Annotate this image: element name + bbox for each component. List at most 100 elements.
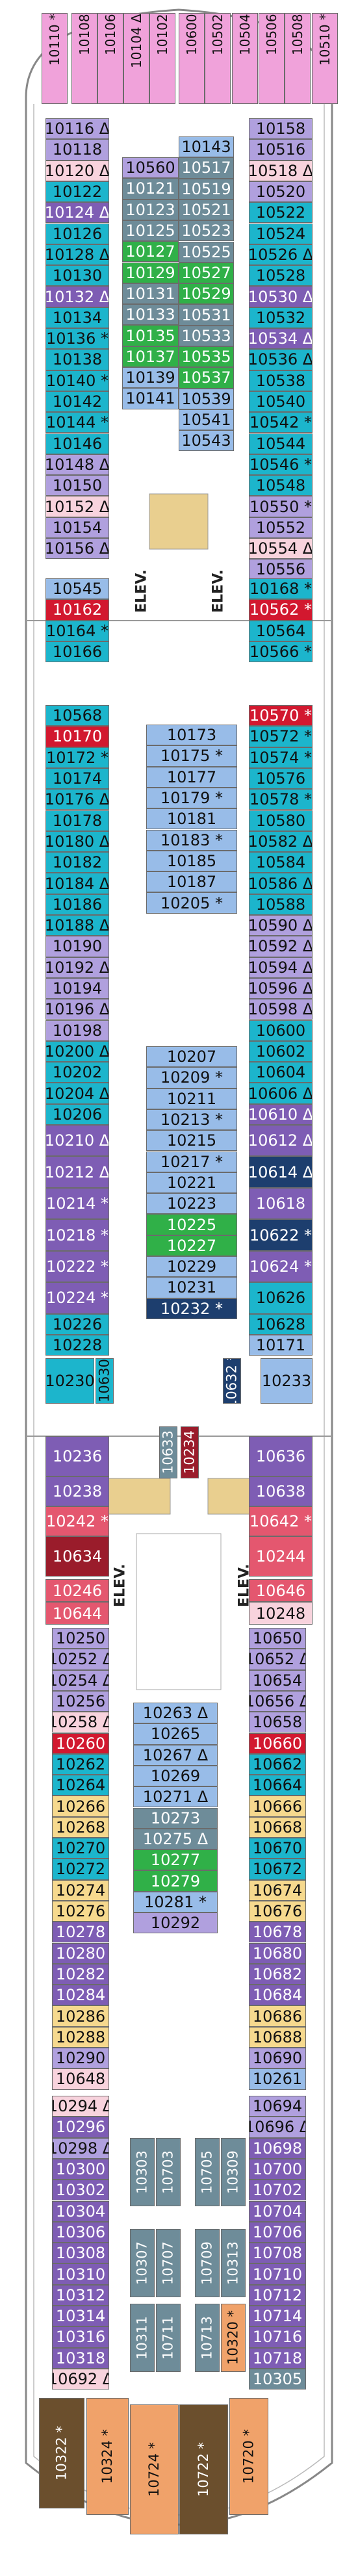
cabin-10312[interactable]: 10312 [52, 2284, 109, 2306]
cabin-10546[interactable]: 10546 * [249, 454, 313, 476]
cabin-10138[interactable]: 10138 [45, 349, 109, 370]
cabin-10690[interactable]: 10690 [249, 2048, 306, 2069]
cabin-10707[interactable]: 10707 [156, 2229, 181, 2297]
cabin-10314[interactable]: 10314 [52, 2306, 109, 2327]
cabin-10228[interactable]: 10228 [45, 1335, 109, 1356]
cabin-10222[interactable]: 10222 * [45, 1250, 109, 1283]
cabin-10313[interactable]: 10313 [221, 2229, 246, 2297]
cabin-10672[interactable]: 10672 [249, 1859, 306, 1880]
cabin-10264[interactable]: 10264 [52, 1775, 109, 1796]
cabin-10307[interactable]: 10307 [130, 2229, 155, 2297]
cabin-10104[interactable]: 10104 Δ [123, 13, 149, 104]
cabin-10712[interactable]: 10712 [249, 2284, 306, 2306]
cabin-10688[interactable]: 10688 [249, 2026, 306, 2048]
cabin-10666[interactable]: 10666 [249, 1796, 306, 1817]
cabin-10539[interactable]: 10539 [179, 388, 234, 409]
cabin-10194[interactable]: 10194 [45, 977, 109, 999]
cabin-10252[interactable]: 10252 Δ [52, 1649, 109, 1670]
cabin-10664[interactable]: 10664 [249, 1775, 306, 1796]
cabin-10244[interactable]: 10244 [249, 1536, 313, 1577]
cabin-10568[interactable]: 10568 [45, 705, 109, 727]
cabin-10173[interactable]: 10173 [146, 725, 237, 746]
cabin-10718[interactable]: 10718 [249, 2347, 306, 2369]
cabin-10633[interactable]: 10633 [159, 1426, 177, 1478]
cabin-10265[interactable]: 10265 [133, 1723, 218, 1745]
cabin-10298[interactable]: 10298 Δ [52, 2137, 109, 2159]
cabin-10134[interactable]: 10134 [45, 307, 109, 328]
cabin-10306[interactable]: 10306 [52, 2221, 109, 2243]
cabin-10242[interactable]: 10242 * [45, 1506, 109, 1536]
cabin-10282[interactable]: 10282 [52, 1963, 109, 1985]
cabin-10304[interactable]: 10304 [52, 2200, 109, 2222]
cabin-10108[interactable]: 10108 [71, 13, 97, 104]
cabin-10543[interactable]: 10543 [179, 430, 234, 452]
cabin-10523[interactable]: 10523 [179, 220, 234, 242]
cabin-10154[interactable]: 10154 [45, 517, 109, 538]
cabin-10720[interactable]: 10720 * [229, 2398, 268, 2515]
cabin-10118[interactable]: 10118 [45, 139, 109, 161]
cabin-10686[interactable]: 10686 [249, 2005, 306, 2027]
cabin-10172[interactable]: 10172 * [45, 747, 109, 768]
cabin-10168[interactable]: 10168 * [249, 578, 313, 600]
cabin-10281[interactable]: 10281 * [133, 1891, 218, 1913]
cabin-10529[interactable]: 10529 [179, 283, 234, 305]
cabin-10279[interactable]: 10279 [133, 1870, 218, 1892]
cabin-10162[interactable]: 10162 [45, 599, 109, 621]
cabin-10254[interactable]: 10254 Δ [52, 1669, 109, 1691]
cabin-10520[interactable]: 10520 [249, 181, 313, 203]
cabin-10238[interactable]: 10238 [45, 1476, 109, 1506]
cabin-10231[interactable]: 10231 [146, 1277, 237, 1298]
cabin-10320[interactable]: 10320 * [221, 2304, 246, 2372]
cabin-10209[interactable]: 10209 * [146, 1067, 237, 1088]
cabin-10204[interactable]: 10204 Δ [45, 1083, 109, 1104]
cabin-10614[interactable]: 10614 Δ [249, 1156, 313, 1188]
cabin-10638[interactable]: 10638 [249, 1476, 313, 1506]
cabin-10656[interactable]: 10656 Δ [249, 1690, 306, 1712]
cabin-10612[interactable]: 10612 Δ [249, 1125, 313, 1157]
cabin-10131[interactable]: 10131 [122, 283, 179, 305]
cabin-10221[interactable]: 10221 [146, 1172, 237, 1194]
cabin-10502[interactable]: 10502 [205, 13, 231, 104]
cabin-10277[interactable]: 10277 [133, 1849, 218, 1871]
cabin-10560[interactable]: 10560 [122, 157, 179, 179]
cabin-10182[interactable]: 10182 [45, 852, 109, 873]
cabin-10211[interactable]: 10211 [146, 1088, 237, 1109]
cabin-10548[interactable]: 10548 [249, 475, 313, 496]
cabin-10196[interactable]: 10196 Δ [45, 999, 109, 1020]
cabin-10294[interactable]: 10294 Δ [52, 2096, 109, 2117]
cabin-10324[interactable]: 10324 * [86, 2398, 129, 2515]
cabin-10292[interactable]: 10292 [133, 1913, 218, 1934]
cabin-10711[interactable]: 10711 [156, 2304, 181, 2372]
cabin-10578[interactable]: 10578 * [249, 789, 313, 810]
cabin-10198[interactable]: 10198 [45, 1020, 109, 1041]
cabin-10214[interactable]: 10214 * [45, 1187, 109, 1220]
cabin-10126[interactable]: 10126 [45, 223, 109, 244]
cabin-10224[interactable]: 10224 * [45, 1282, 109, 1314]
cabin-10710[interactable]: 10710 [249, 2263, 306, 2285]
cabin-10582[interactable]: 10582 Δ [249, 831, 313, 853]
cabin-10174[interactable]: 10174 [45, 767, 109, 790]
cabin-10137[interactable]: 10137 [122, 346, 179, 367]
cabin-10534[interactable]: 10534 Δ [249, 328, 313, 350]
cabin-10181[interactable]: 10181 [146, 808, 237, 830]
cabin-10722[interactable]: 10722 * [179, 2404, 228, 2534]
cabin-10705[interactable]: 10705 [195, 2138, 220, 2206]
cabin-10177[interactable]: 10177 [146, 766, 237, 788]
cabin-10284[interactable]: 10284 [52, 1985, 109, 2006]
cabin-10662[interactable]: 10662 [249, 1753, 306, 1775]
cabin-10218[interactable]: 10218 * [45, 1219, 109, 1251]
cabin-10234[interactable]: 10234 [181, 1426, 199, 1478]
cabin-10305[interactable]: 10305 [249, 2368, 306, 2390]
cabin-10223[interactable]: 10223 [146, 1193, 237, 1215]
cabin-10213[interactable]: 10213 * [146, 1109, 237, 1131]
cabin-10682[interactable]: 10682 [249, 1963, 306, 1985]
cabin-10275[interactable]: 10275 Δ [133, 1828, 218, 1850]
cabin-10212[interactable]: 10212 Δ [45, 1156, 109, 1188]
cabin-10205[interactable]: 10205 * [146, 892, 237, 914]
cabin-10143[interactable]: 10143 [179, 136, 234, 158]
cabin-10580[interactable]: 10580 [249, 810, 313, 831]
cabin-10704[interactable]: 10704 [249, 2200, 306, 2222]
cabin-10296[interactable]: 10296 [52, 2117, 109, 2138]
cabin-10528[interactable]: 10528 [249, 265, 313, 287]
cabin-10308[interactable]: 10308 [52, 2243, 109, 2264]
